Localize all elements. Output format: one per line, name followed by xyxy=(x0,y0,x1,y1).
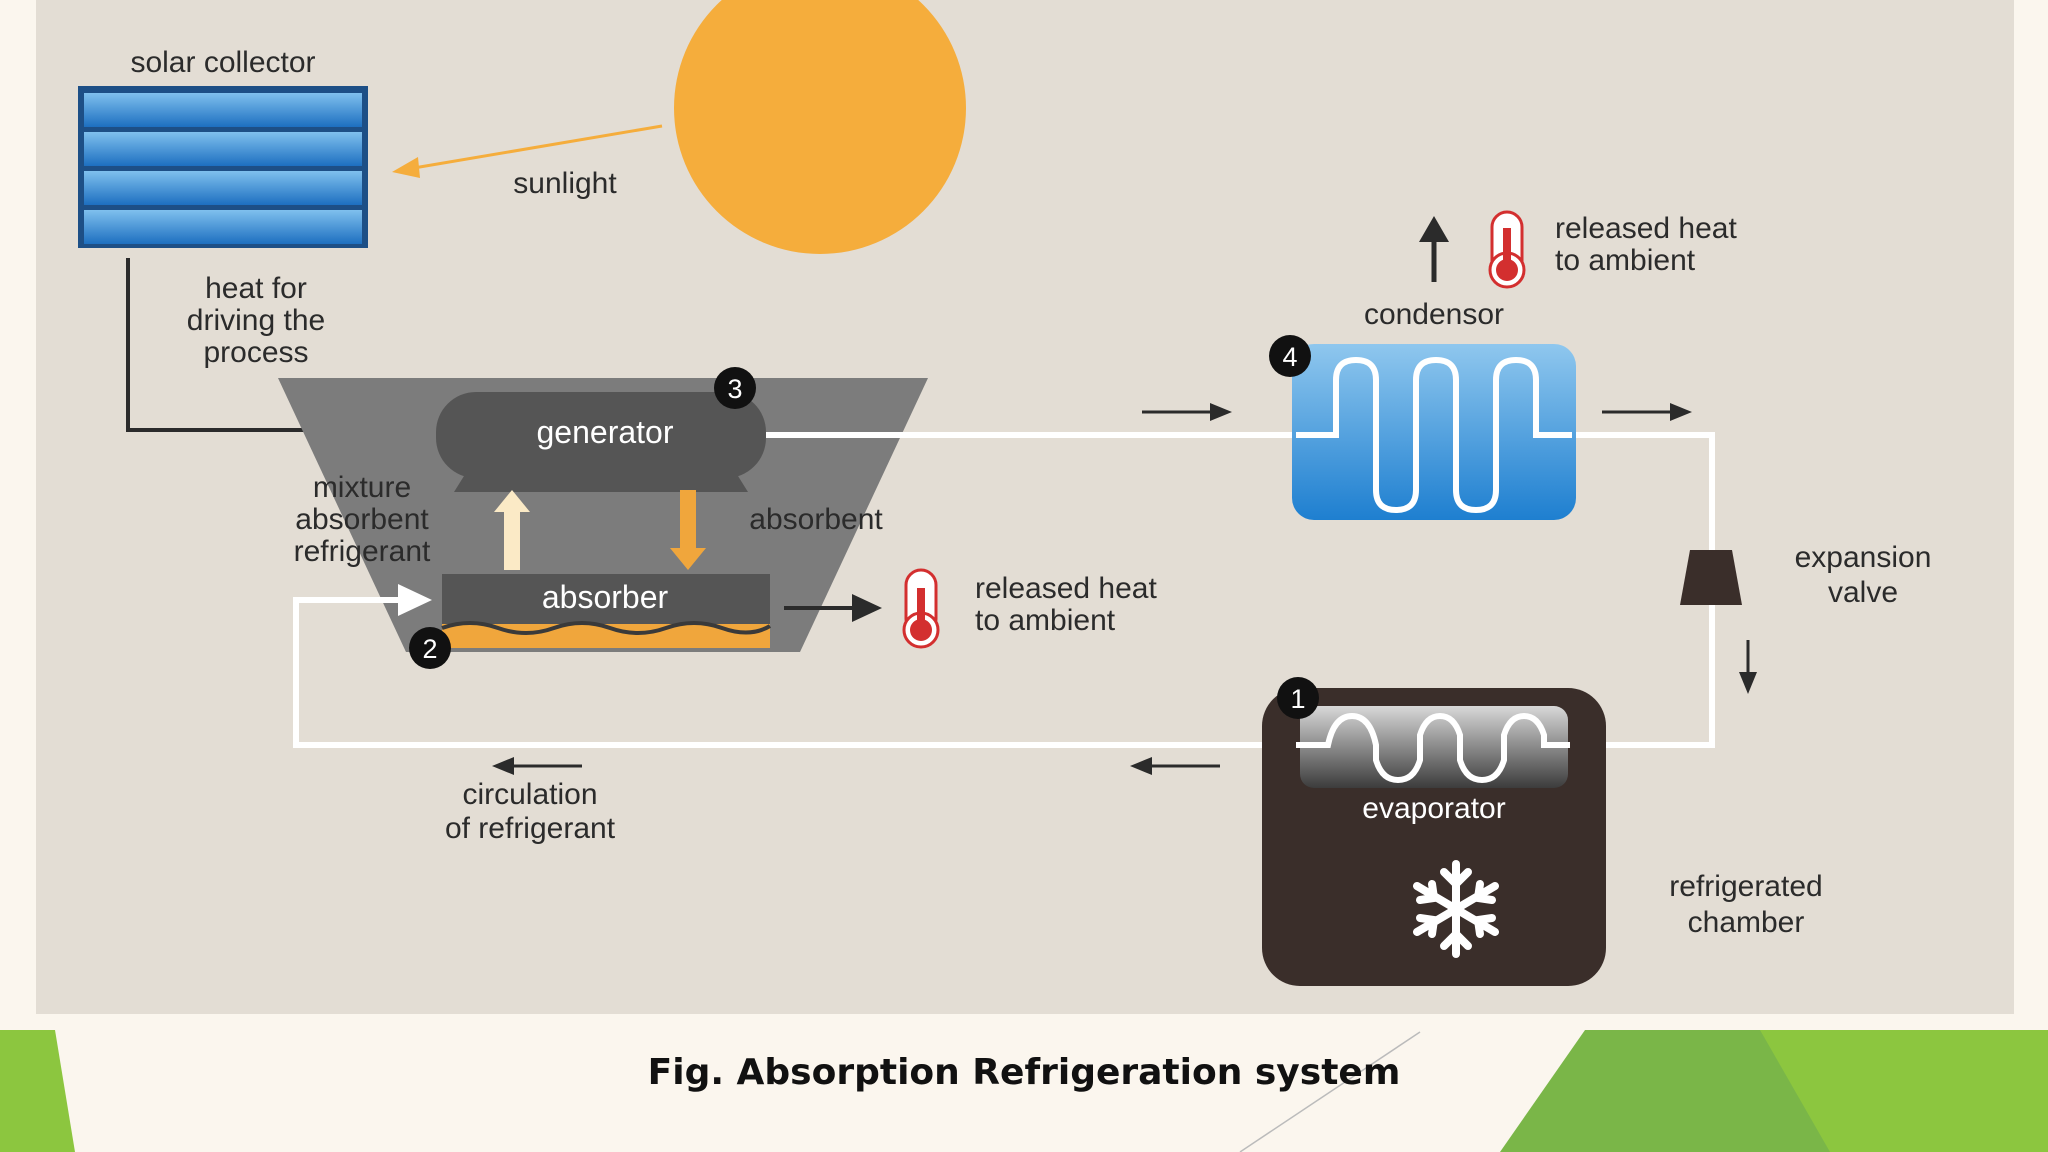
thermometer-icon xyxy=(1488,210,1526,289)
mixture-label-line-1: mixture xyxy=(313,471,411,504)
expansion-valve-line-1: expansion xyxy=(1795,541,1932,574)
absorber-heat-arrowhead xyxy=(852,594,882,622)
decorative-line xyxy=(1239,1031,1421,1152)
sunlight-label: sunlight xyxy=(513,167,617,200)
condensor-coil xyxy=(1292,344,1576,520)
step-2-number: 2 xyxy=(422,634,437,664)
solar-panel-icon xyxy=(78,86,368,248)
circulation-line-1: circulation xyxy=(462,778,597,811)
flow-arrow-down xyxy=(1739,640,1757,694)
released-heat-1-line-1: released heat xyxy=(975,572,1157,605)
generator: generator xyxy=(436,392,766,492)
refrigerated-chamber: evaporator xyxy=(1262,688,1606,986)
heat-for-driving-label: heat for driving the process xyxy=(187,272,325,369)
circulation-line-2: of refrigerant xyxy=(445,812,616,845)
flow-arrow-from-condensor xyxy=(1602,403,1692,421)
condensor-heat-arrowhead xyxy=(1419,216,1449,242)
expansion-valve-icon xyxy=(1680,550,1742,605)
step-3-number: 3 xyxy=(727,374,742,404)
left-green-accent xyxy=(0,1030,75,1152)
snowflake-icon xyxy=(1413,860,1499,958)
absorber-label: absorber xyxy=(542,579,669,615)
generator-label: generator xyxy=(537,414,674,450)
sunlight-arrowhead xyxy=(392,157,420,178)
step-2-badge xyxy=(409,627,451,669)
released-heat-1-line-2: to ambient xyxy=(975,604,1116,637)
mixture-label: mixture absorbent refrigerant xyxy=(294,471,431,568)
right-green-accent-light xyxy=(1760,1030,2048,1152)
step-1-number: 1 xyxy=(1290,684,1305,714)
step-1-badge xyxy=(1277,677,1319,719)
sunlight-ray xyxy=(401,124,663,172)
solar-collector-label: solar collector xyxy=(130,46,315,79)
heat-label-line-1: heat for xyxy=(205,272,307,305)
step-4-number: 4 xyxy=(1282,342,1297,372)
heat-label-line-3: process xyxy=(203,336,308,369)
flow-arrow-from-evaporator xyxy=(1130,757,1220,775)
slide-background xyxy=(0,1030,2048,1152)
refrigerated-chamber-line-2: chamber xyxy=(1688,906,1805,939)
released-heat-2-line-2: to ambient xyxy=(1555,244,1696,277)
expansion-valve-line-2: valve xyxy=(1828,576,1898,609)
heat-label-line-2: driving the xyxy=(187,304,325,337)
thermometer-icon xyxy=(902,568,940,649)
step-4-badge xyxy=(1269,335,1311,377)
step-3-badge xyxy=(714,367,756,409)
mixture-up-arrow xyxy=(494,490,530,570)
evaporator-label: evaporator xyxy=(1362,792,1505,825)
solar-collector: solar collector xyxy=(78,46,368,248)
figure-caption: Fig. Absorption Refrigeration system xyxy=(647,1052,1401,1093)
flow-arrow-to-condensor xyxy=(1142,403,1232,421)
absorber-inlet-arrowhead xyxy=(398,584,432,616)
absorber: absorber xyxy=(441,574,772,648)
absorbent-down-arrow xyxy=(670,490,706,570)
released-heat-2-line-1: released heat xyxy=(1555,212,1737,245)
mixture-label-line-2: absorbent xyxy=(295,503,429,536)
absorbent-label: absorbent xyxy=(749,503,883,536)
mixture-label-line-3: refrigerant xyxy=(294,535,431,568)
flow-arrow-circulation xyxy=(492,757,582,775)
condensor-label: condensor xyxy=(1364,298,1504,331)
refrigerated-chamber-line-1: refrigerated xyxy=(1669,870,1822,903)
sun-icon xyxy=(674,0,966,254)
